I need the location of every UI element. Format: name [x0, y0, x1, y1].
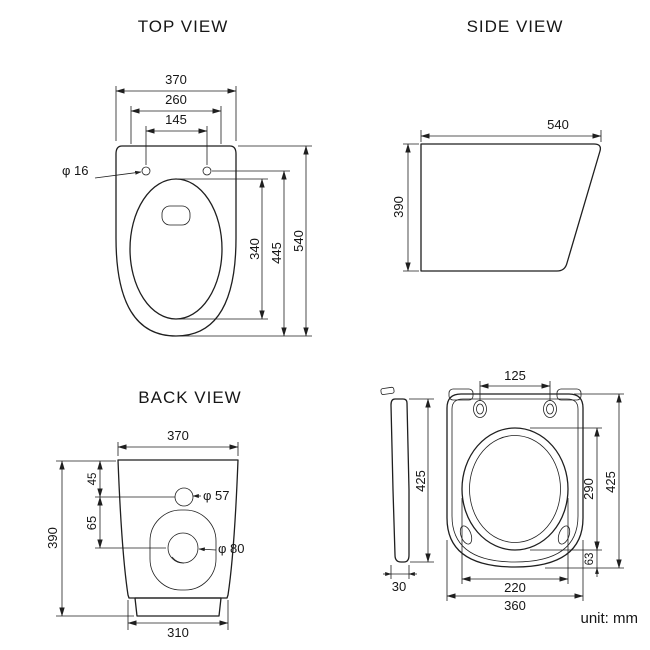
extension-lines [479, 381, 551, 401]
dim-65: 65 [84, 496, 166, 549]
dim-390-side: 390 [391, 143, 419, 272]
dimension-value: 390 [45, 527, 60, 549]
hole-diameter-label: φ 80 [218, 541, 245, 556]
top-view-title: TOP VIEW [138, 17, 229, 36]
lid-profile-outline [390, 398, 410, 563]
hinge-hole-left [473, 400, 487, 418]
dimension-value: 63 [584, 553, 596, 566]
dimension-value: 65 [84, 516, 99, 530]
dim-425-lid: 425 [545, 393, 624, 569]
dim-540-top: 540 [180, 145, 312, 337]
dimension-value: 445 [269, 242, 284, 264]
dimension-value: 45 [87, 473, 99, 486]
dim-30: 30 [383, 565, 417, 594]
dimension-value: 125 [504, 368, 526, 383]
dim-370-top: 370 [115, 72, 237, 141]
dimension-value: 290 [581, 478, 596, 500]
label-hole-dia-57: φ 57 [192, 488, 230, 503]
extension-lines [178, 178, 268, 320]
extension-lines [117, 442, 239, 456]
side-view-drawing: 540 390 [391, 117, 602, 272]
toilet-back-outline [117, 459, 239, 599]
dim-63: 63 [584, 541, 599, 577]
dimension-value: 425 [413, 470, 428, 492]
dim-260: 260 [130, 92, 222, 144]
dim-445: 445 [212, 170, 290, 337]
hinge-hole-left-inner [476, 403, 484, 415]
dim-540-side: 540 [420, 117, 602, 142]
extension-lines [461, 498, 569, 584]
dimension-value: 360 [504, 598, 526, 613]
dim-125: 125 [479, 368, 551, 401]
label-hole-dia-16: φ 16 [62, 163, 142, 179]
top-view-drawing: 370 260 145 φ 16 340 445 54 [62, 72, 312, 337]
extension-lines [56, 460, 134, 617]
inlet-hole [174, 487, 194, 507]
dim-145: 145 [145, 112, 208, 165]
back-view-drawing: 370 390 45 65 φ 57 φ 80 310 [45, 428, 245, 640]
trapway-cover [149, 509, 217, 591]
dimension-value: 540 [547, 117, 569, 132]
leader-line [198, 547, 217, 552]
dimension-value: 390 [391, 196, 406, 218]
hole-diameter-label: φ 57 [203, 488, 230, 503]
bowl-rim [129, 178, 223, 320]
seat-view-drawing: 30 425 125 290 [380, 368, 624, 613]
dimension-value: 540 [291, 230, 306, 252]
toilet-base [134, 597, 222, 617]
dimension-value: 425 [603, 471, 618, 493]
hinge-hole-right-inner [546, 403, 554, 415]
dim-340: 340 [178, 178, 268, 320]
extension-lines [180, 145, 312, 337]
dim-390-back: 390 [45, 460, 134, 617]
leader-line [94, 170, 142, 179]
extension-lines [530, 427, 602, 551]
dim-370-back: 370 [117, 428, 239, 456]
side-view-title: SIDE VIEW [467, 17, 564, 36]
hole-diameter-label: φ 16 [62, 163, 89, 178]
dim-290: 290 [530, 427, 602, 551]
label-hole-dia-80: φ 80 [198, 541, 245, 556]
lid-inner-contour [451, 398, 579, 563]
hinge-bracket [380, 386, 395, 395]
outlet-arc [171, 556, 185, 564]
outlet-hole [167, 532, 199, 564]
unit-label: unit: mm [580, 610, 638, 627]
seat-hole-right [202, 166, 212, 176]
extension-lines [446, 540, 584, 601]
seat-opening-inner [469, 435, 561, 543]
seat-opening-outer [461, 427, 569, 551]
dimension-value: 370 [165, 72, 187, 87]
dimension-value: 220 [504, 580, 526, 595]
extension-lines [115, 86, 237, 141]
hinge-hole-right [543, 400, 557, 418]
extension-lines [390, 565, 410, 579]
bumper-left [459, 525, 473, 545]
lid-top-outline [446, 393, 584, 568]
toilet-top-outline [115, 145, 237, 337]
back-view-title: BACK VIEW [138, 388, 241, 407]
dim-45: 45 [87, 460, 175, 498]
toilet-side-outline [420, 143, 602, 272]
seat-hole-left [141, 166, 151, 176]
dimension-value: 30 [392, 579, 406, 594]
dim-220: 220 [461, 498, 569, 595]
dim-425-profile: 425 [409, 398, 434, 563]
extension-lines [545, 393, 624, 569]
bumper-right [557, 525, 571, 545]
dimension-value: 370 [167, 428, 189, 443]
dimension-value: 145 [165, 112, 187, 127]
dimension-value: 260 [165, 92, 187, 107]
dim-360: 360 [446, 540, 584, 613]
flush-outlet [161, 205, 191, 226]
dimension-value: 340 [247, 238, 262, 260]
dim-310: 310 [127, 600, 229, 640]
dimension-value: 310 [167, 625, 189, 640]
